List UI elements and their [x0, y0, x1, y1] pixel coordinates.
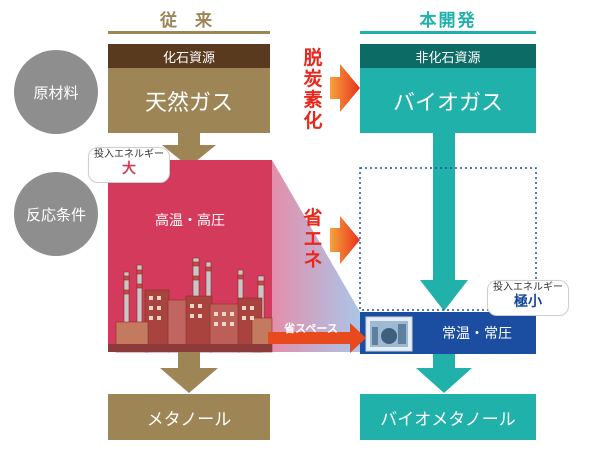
conventional-energy-value: 大 [122, 161, 136, 177]
new-energy-label: 投入エネルギー [493, 282, 563, 293]
space-saving-label: 省スペース [284, 322, 338, 335]
decarbonization-label: 脱炭素化 [303, 47, 323, 132]
compact-reactor-icon [365, 316, 413, 352]
conventional-energy-label: 投入エネルギー [94, 149, 164, 160]
new-material: バイオガス [360, 68, 536, 133]
energy-saving-label: 省エネ [303, 207, 323, 271]
arrow-new-conditions-to-product [416, 354, 472, 393]
energy-saving-arrow [330, 216, 360, 264]
header-new-development-rule [360, 31, 536, 34]
header-new-development: 本開発 [419, 11, 477, 31]
header-conventional: 従 来 [160, 11, 218, 31]
reduced-size-outline [359, 167, 537, 311]
conventional-energy-bubble: 投入エネルギー 大 [88, 147, 170, 183]
transition-fade-shape [272, 160, 360, 352]
conventional-product: メタノール [108, 394, 270, 440]
arrow-material-to-conditions [162, 133, 216, 167]
new-product: バイオメタノール [360, 394, 536, 440]
conventional-conditions: 高温・高圧 [155, 213, 225, 229]
space-saving-arrow [268, 323, 366, 353]
factory-icon [108, 257, 273, 353]
arrow-conditions-to-product [160, 352, 218, 393]
row-label-reaction-conditions: 反応条件 [14, 172, 98, 256]
new-energy-value: 極小 [514, 294, 542, 310]
header-conventional-rule [108, 31, 270, 34]
row-label-raw-material: 原材料 [14, 50, 98, 134]
new-energy-bubble: 投入エネルギー 極小 [487, 280, 569, 316]
new-conditions: 常温・常圧 [442, 326, 512, 342]
new-source-type: 非化石資源 [360, 44, 536, 68]
decarbonization-arrow [330, 64, 360, 112]
conventional-source-type: 化石資源 [108, 44, 270, 68]
arrow-biogas-to-conditions [420, 133, 468, 311]
conventional-material: 天然ガス [108, 68, 270, 133]
